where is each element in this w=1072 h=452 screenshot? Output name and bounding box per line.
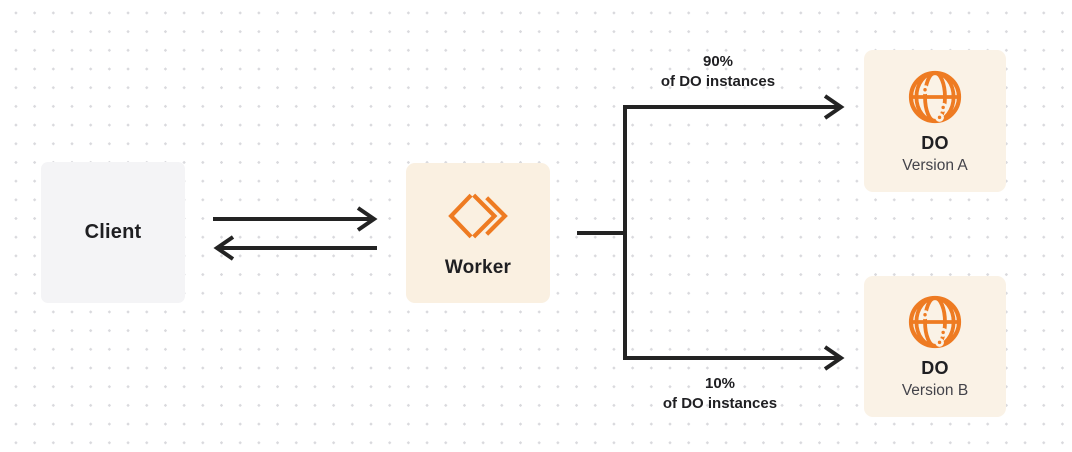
top-branch-arrowhead (823, 94, 845, 120)
bottom-branch-caption: of DO instances (662, 395, 778, 412)
do-version-a-node: DO Version A (864, 50, 1006, 192)
client-label: Client (84, 221, 142, 243)
worker-node: Worker (406, 163, 550, 303)
bottom-branch-arrowhead (823, 345, 845, 371)
do-a-version-label: Version A (902, 156, 968, 174)
client-to-worker-arrowhead (356, 206, 378, 232)
do-b-title: DO (921, 358, 949, 378)
worker-label: Worker (444, 256, 512, 278)
workers-logo-icon (445, 188, 511, 244)
top-branch-label: 90% of DO instances (618, 52, 818, 92)
do-a-title: DO (921, 132, 949, 153)
worker-to-client-arrowhead (213, 235, 235, 261)
top-branch-percent: 90% (702, 53, 734, 70)
client-node: Client (41, 162, 185, 303)
globe-icon (906, 293, 964, 351)
globe-icon (906, 68, 964, 126)
bottom-branch-percent: 10% (704, 375, 736, 392)
do-b-version-label: Version B (901, 382, 969, 399)
do-version-b-node: DO Version B (864, 276, 1006, 417)
bottom-branch-label: 10% of DO instances (620, 374, 820, 414)
split-branch-lines (623, 105, 838, 360)
top-branch-caption: of DO instances (660, 73, 776, 90)
